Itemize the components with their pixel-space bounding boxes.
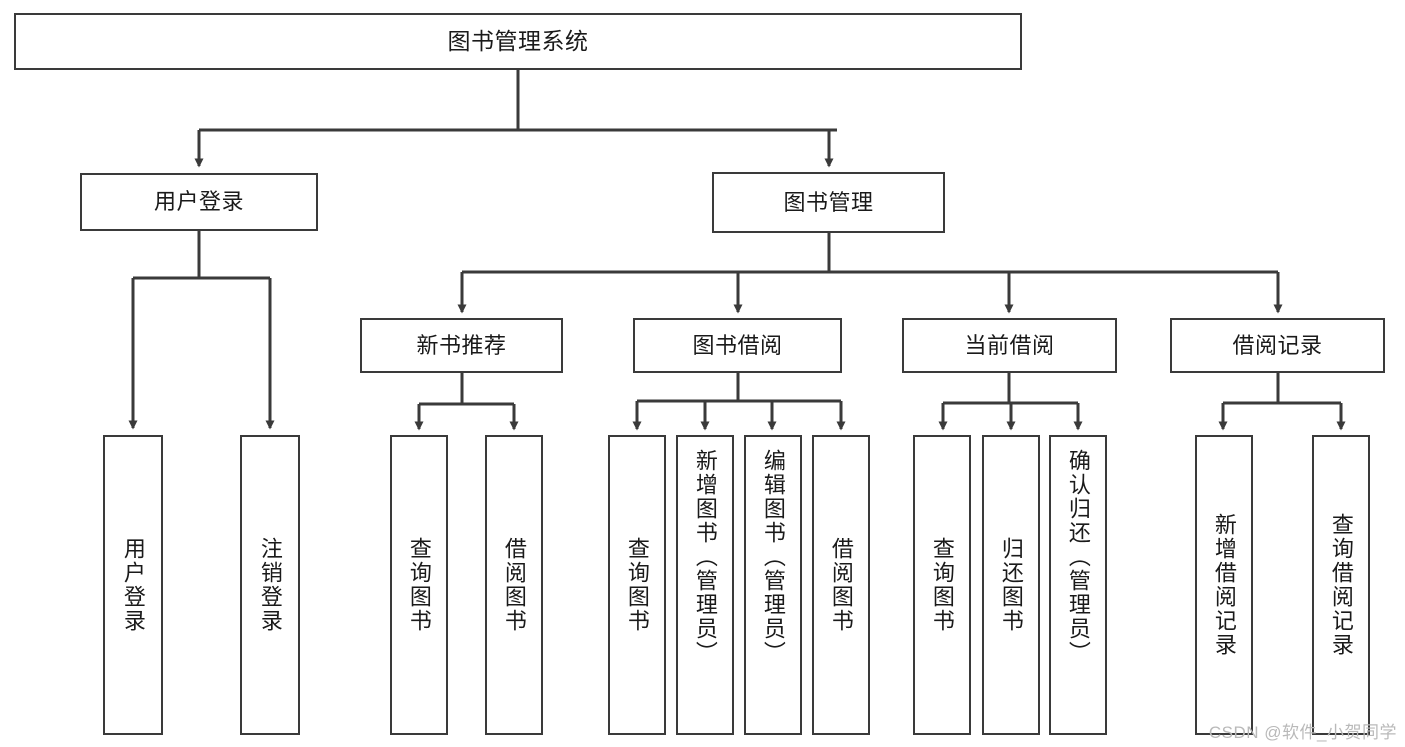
node-leaf-query-book-3-label: 查询图书 <box>929 537 955 633</box>
node-new-book-recommend-label: 新书推荐 <box>416 332 507 358</box>
node-leaf-add-borrow-record[interactable]: 新增借阅记录 <box>1195 435 1253 735</box>
node-leaf-query-book-1[interactable]: 查询图书 <box>390 435 448 735</box>
node-current-borrow[interactable]: 当前借阅 <box>902 318 1117 373</box>
node-root-label: 图书管理系统 <box>447 27 589 54</box>
node-leaf-return-book-label: 归还图书 <box>998 537 1024 633</box>
node-book-borrow[interactable]: 图书借阅 <box>633 318 842 373</box>
node-leaf-borrow-book-1[interactable]: 借阅图书 <box>485 435 543 735</box>
node-leaf-query-book-3[interactable]: 查询图书 <box>913 435 971 735</box>
csdn-watermark: CSDN @软件_小贺同学 <box>1208 723 1397 742</box>
node-leaf-return-book[interactable]: 归还图书 <box>982 435 1040 735</box>
node-leaf-add-book[interactable]: 新增图书（管理员） <box>676 435 734 735</box>
node-borrow-record[interactable]: 借阅记录 <box>1170 318 1385 373</box>
node-leaf-query-book-2[interactable]: 查询图书 <box>608 435 666 735</box>
node-root[interactable]: 图书管理系统 <box>14 13 1022 70</box>
node-leaf-user-login-label: 用户登录 <box>120 537 146 633</box>
node-leaf-query-book-1-label: 查询图书 <box>406 537 432 633</box>
node-leaf-confirm-return[interactable]: 确认归还（管理员） <box>1049 435 1107 735</box>
node-book-management-label: 图书管理 <box>783 189 874 215</box>
node-leaf-edit-book[interactable]: 编辑图书（管理员） <box>744 435 802 735</box>
node-leaf-logout-login[interactable]: 注销登录 <box>240 435 300 735</box>
node-leaf-edit-book-label: 编辑图书（管理员） <box>760 449 786 665</box>
node-leaf-confirm-return-label: 确认归还（管理员） <box>1065 449 1091 665</box>
node-new-book-recommend[interactable]: 新书推荐 <box>360 318 563 373</box>
node-leaf-add-borrow-record-label: 新增借阅记录 <box>1211 513 1237 657</box>
node-leaf-query-borrow-record-label: 查询借阅记录 <box>1328 513 1354 657</box>
node-user-login-label: 用户登录 <box>153 189 244 215</box>
node-leaf-borrow-book-1-label: 借阅图书 <box>501 537 527 633</box>
node-user-login[interactable]: 用户登录 <box>80 173 318 231</box>
node-leaf-user-login[interactable]: 用户登录 <box>103 435 163 735</box>
node-leaf-query-borrow-record[interactable]: 查询借阅记录 <box>1312 435 1370 735</box>
node-leaf-query-book-2-label: 查询图书 <box>624 537 650 633</box>
node-book-borrow-label: 图书借阅 <box>692 332 783 358</box>
node-borrow-record-label: 借阅记录 <box>1232 332 1323 358</box>
node-leaf-add-book-label: 新增图书（管理员） <box>692 449 718 665</box>
node-leaf-borrow-book-2-label: 借阅图书 <box>828 537 854 633</box>
node-leaf-borrow-book-2[interactable]: 借阅图书 <box>812 435 870 735</box>
node-current-borrow-label: 当前借阅 <box>964 332 1055 358</box>
node-book-management[interactable]: 图书管理 <box>712 172 945 233</box>
node-leaf-logout-login-label: 注销登录 <box>257 537 283 633</box>
